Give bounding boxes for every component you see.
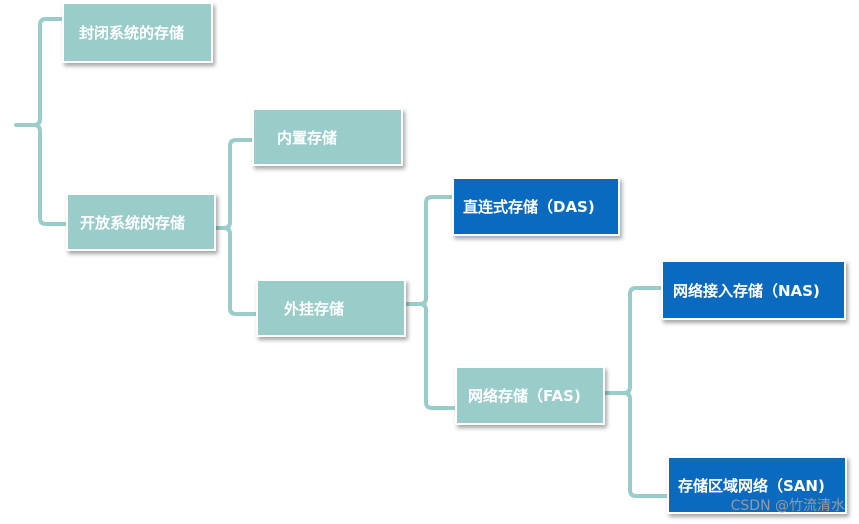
node-closed-system: 封闭系统的存储 xyxy=(62,2,213,63)
connector-fas xyxy=(603,286,669,498)
node-das-label: 直连式存储（DAS) xyxy=(463,198,595,216)
node-internal-storage-label: 内置存储 xyxy=(277,128,338,147)
node-das: 直连式存储（DAS) xyxy=(452,177,620,236)
node-fas-label: 网络存储（FAS) xyxy=(468,387,581,405)
node-san: 存储区域网络（SAN) xyxy=(667,456,847,514)
connector-external xyxy=(402,195,457,410)
node-nas-label: 网络接入存储（NAS) xyxy=(673,281,820,300)
node-closed-system-label: 封闭系统的存储 xyxy=(79,24,185,42)
node-fas: 网络存储（FAS) xyxy=(455,366,605,425)
node-nas: 网络接入存储（NAS) xyxy=(661,260,846,320)
node-open-system: 开放系统的存储 xyxy=(66,193,216,251)
node-open-system-label: 开放系统的存储 xyxy=(80,213,186,232)
node-external-storage-label: 外挂存储 xyxy=(284,299,345,318)
node-external-storage: 外挂存储 xyxy=(256,279,406,337)
connector-open-system xyxy=(212,138,258,316)
connector-root xyxy=(14,17,70,226)
node-san-label: 存储区域网络（SAN) xyxy=(678,476,825,495)
node-internal-storage: 内置存储 xyxy=(252,108,403,166)
watermark: CSDN @竹流清水 xyxy=(730,498,845,514)
